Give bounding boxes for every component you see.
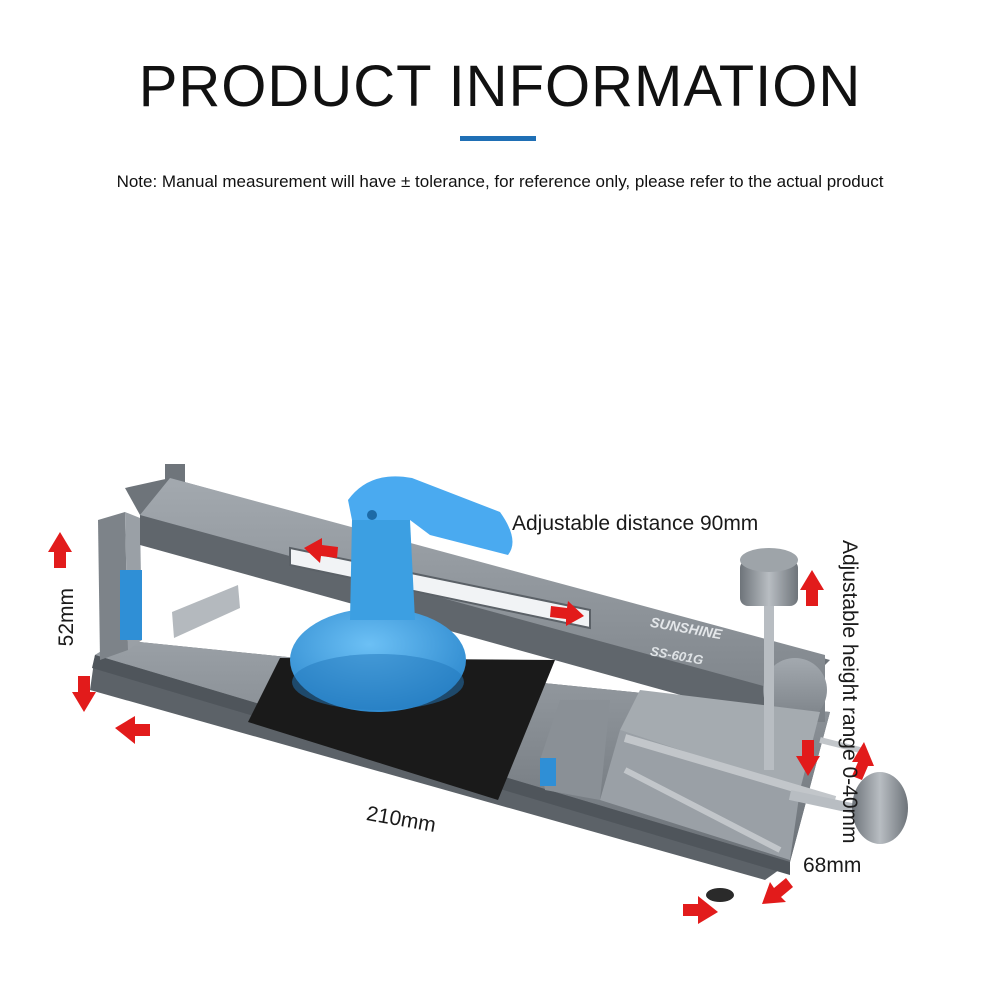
arrow-distance-left (304, 538, 338, 563)
arrow-distance-right (550, 601, 584, 626)
arrow-68-up (852, 742, 874, 780)
arrow-68-down (762, 878, 793, 904)
label-height-52mm: 52mm (55, 588, 78, 647)
label-adjustable-height: Adjustable height range 0-40mm (838, 540, 861, 844)
arrow-210-right (683, 896, 718, 924)
left-blue-clamp (120, 570, 142, 640)
title-accent-bar (460, 136, 536, 141)
arrow-height-down (796, 740, 820, 776)
page-title: PRODUCT INFORMATION (138, 54, 862, 119)
arrow-height-up (800, 570, 824, 606)
width-adjust-knob (788, 772, 908, 844)
label-width-68mm: 68mm (803, 854, 862, 877)
arrow-210-left (115, 716, 150, 744)
suction-cup-handle (290, 476, 513, 712)
arrow-52-down (72, 676, 96, 712)
arrow-52-up (48, 532, 72, 568)
dimension-arrows (48, 532, 874, 924)
left-support (98, 464, 240, 660)
height-adjust-knob (740, 548, 798, 770)
measurement-note: Note: Manual measurement will have ± tol… (116, 172, 884, 191)
label-adjustable-distance: Adjustable distance 90mm (512, 512, 759, 535)
right-blue-clamp (540, 758, 556, 786)
